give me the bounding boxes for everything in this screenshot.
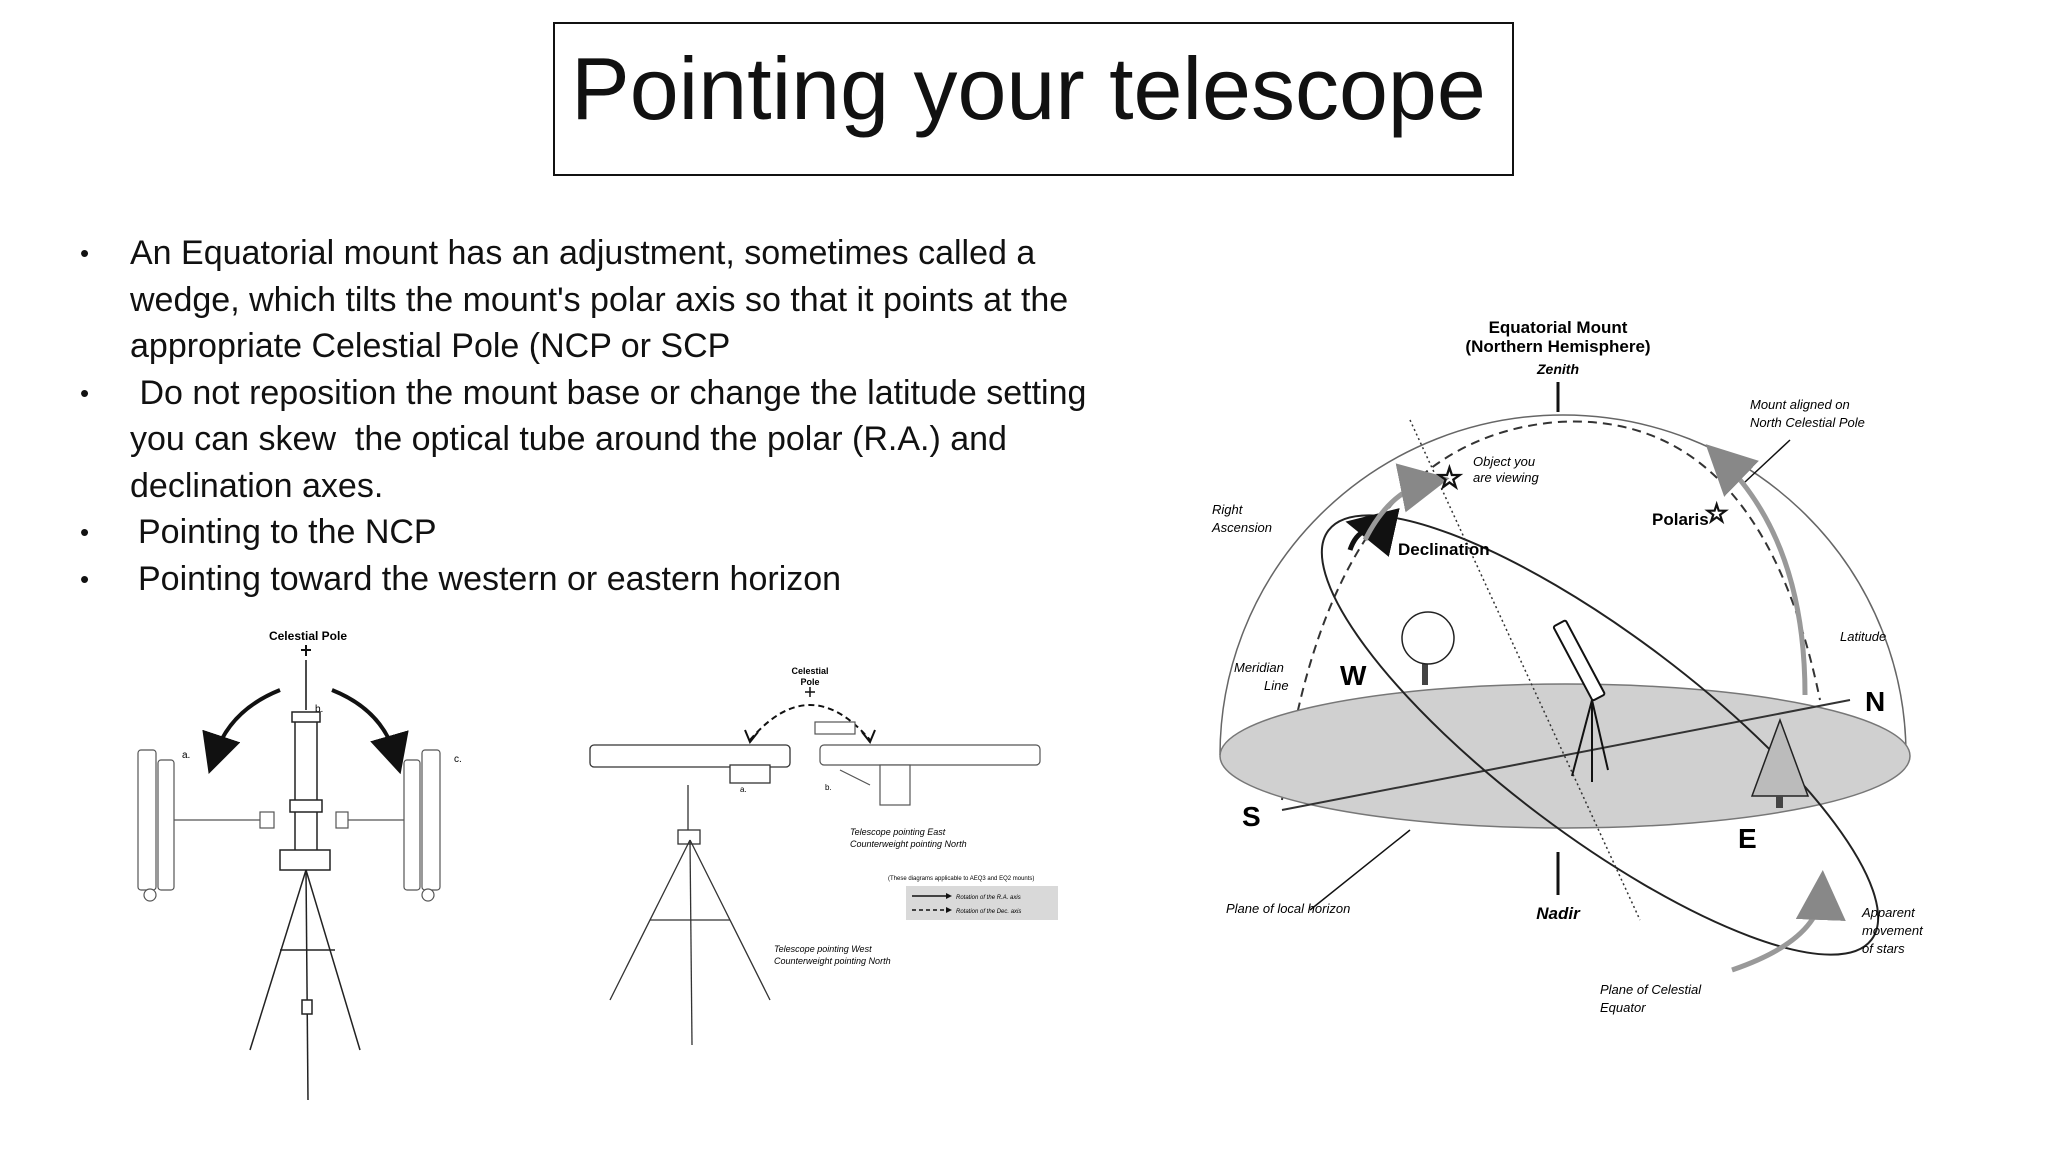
celestial-pole-label: Celestial Pole [269, 629, 347, 643]
south-label: S [1242, 801, 1261, 832]
west-caption-line2: Counterweight pointing North [774, 956, 891, 966]
bullet-item: • Pointing to the NCP [80, 509, 1120, 556]
slide-title: Pointing your telescope [571, 39, 1486, 138]
pole-cross-icon [301, 645, 311, 656]
bullet-dot-icon: • [80, 377, 90, 408]
mid-label-a: a. [740, 785, 747, 794]
nadir-label: Nadir [1536, 904, 1581, 923]
north-label: N [1865, 686, 1885, 717]
bullet-text: Pointing toward the western or eastern h… [138, 559, 842, 598]
plane-equator-line1: Plane of Celestial [1600, 982, 1702, 997]
equatorial-mount-diagram: Equatorial Mount (Northern Hemisphere) Z… [1211, 318, 1924, 1015]
right-telescope-icon [335, 749, 441, 902]
bullet-list: • An Equatorial mount has an adjustment, … [80, 230, 1120, 602]
polaris-star-icon: ☆ [1705, 498, 1728, 528]
bullet-dot-icon: • [80, 238, 90, 268]
meridian-line2: Line [1264, 678, 1289, 693]
celestial-equator [1320, 514, 1880, 956]
mount-aligned-line2: North Celestial Pole [1750, 415, 1865, 430]
plane-equator-line2: Equator [1600, 1000, 1646, 1015]
eq-title-line1: Equatorial Mount [1489, 318, 1628, 337]
telescope-pole-diagram: Celestial Pole b. a. c. [137, 629, 462, 1101]
declination-arrow-icon [1362, 463, 1450, 542]
celestial-label: Celestial [791, 666, 828, 676]
title-box: Pointing your telescope [553, 22, 1514, 176]
east-caption-line2: Counterweight pointing North [850, 839, 967, 849]
right-ascension-line2: Ascension [1211, 520, 1272, 535]
telescope-west-icon [589, 744, 791, 1046]
declination-label: Declination [1398, 540, 1490, 559]
center-telescope-icon [249, 711, 361, 1101]
label-c: c. [454, 754, 462, 765]
latitude-arrow-icon [1705, 444, 1808, 696]
star-movement-arrow-icon [1731, 870, 1846, 973]
bullet-item: • Pointing toward the western or eastern … [80, 556, 1120, 603]
pine-tree-icon [1750, 717, 1810, 808]
deciduous-tree-icon [1401, 611, 1455, 685]
pointing-line [1409, 419, 1641, 921]
pole-label: Pole [800, 677, 819, 687]
bullet-dot-icon: • [80, 517, 90, 547]
rotate-arrow-left-icon [202, 688, 281, 774]
left-telescope-icon [137, 749, 275, 902]
telescope-east-icon [814, 721, 1041, 806]
latitude-label: Latitude [1840, 629, 1886, 644]
diagram-note: (These diagrams applicable to AEQ3 and E… [888, 876, 1034, 882]
label-b: b. [315, 704, 323, 715]
eq-title-line2: (Northern Hemisphere) [1465, 337, 1650, 356]
right-ascension-line1: Right [1212, 502, 1244, 517]
bullet-item: • An Equatorial mount has an adjustment, … [80, 230, 1120, 370]
apparent-line2: movement [1862, 923, 1924, 938]
mount-aligned-line1: Mount aligned on [1750, 397, 1850, 412]
bullet-text: Pointing to the NCP [138, 513, 437, 551]
plane-horizon-label: Plane of local horizon [1226, 901, 1350, 916]
zenith-label: Zenith [1536, 361, 1579, 377]
apparent-line1: Apparent [1861, 905, 1916, 920]
legend-box [906, 886, 1058, 920]
mid-label-b: b. [825, 783, 832, 792]
meridian-line1: Meridian [1234, 660, 1284, 675]
ns-line [1281, 699, 1851, 811]
bullet-dot-icon: • [80, 563, 90, 594]
polaris-label: Polaris [1652, 510, 1709, 529]
east-label: E [1738, 823, 1757, 854]
legend-dec: Rotation of the Dec. axis [956, 909, 1021, 915]
bullet-text: An Equatorial mount has an adjustment, s… [130, 234, 1069, 365]
legend-ra: Rotation of the R.A. axis [956, 895, 1021, 901]
east-caption-line1: Telescope pointing East [850, 827, 946, 837]
object-label-line2: are viewing [1473, 470, 1540, 485]
bullet-item: • Do not reposition the mount base or ch… [80, 370, 1120, 510]
celestial-dome [1219, 414, 1907, 756]
west-label: W [1340, 660, 1367, 691]
pole-cross-icon [805, 687, 815, 697]
object-star-icon: ☆ [1436, 462, 1463, 495]
west-caption-line1: Telescope pointing West [774, 944, 872, 954]
rotate-arrow-right-icon [331, 688, 409, 775]
apparent-line3: of stars [1862, 941, 1905, 956]
small-telescope-icon [1552, 619, 1609, 782]
dashed-rotation-arrow-icon [749, 704, 871, 741]
bullet-text: Do not reposition the mount base or chan… [130, 373, 1096, 505]
object-label-line1: Object you [1473, 454, 1535, 469]
telescope-east-west-diagram: Celestial Pole a. b. Telescope pointing … [589, 666, 1058, 1046]
label-a: a. [182, 750, 190, 761]
